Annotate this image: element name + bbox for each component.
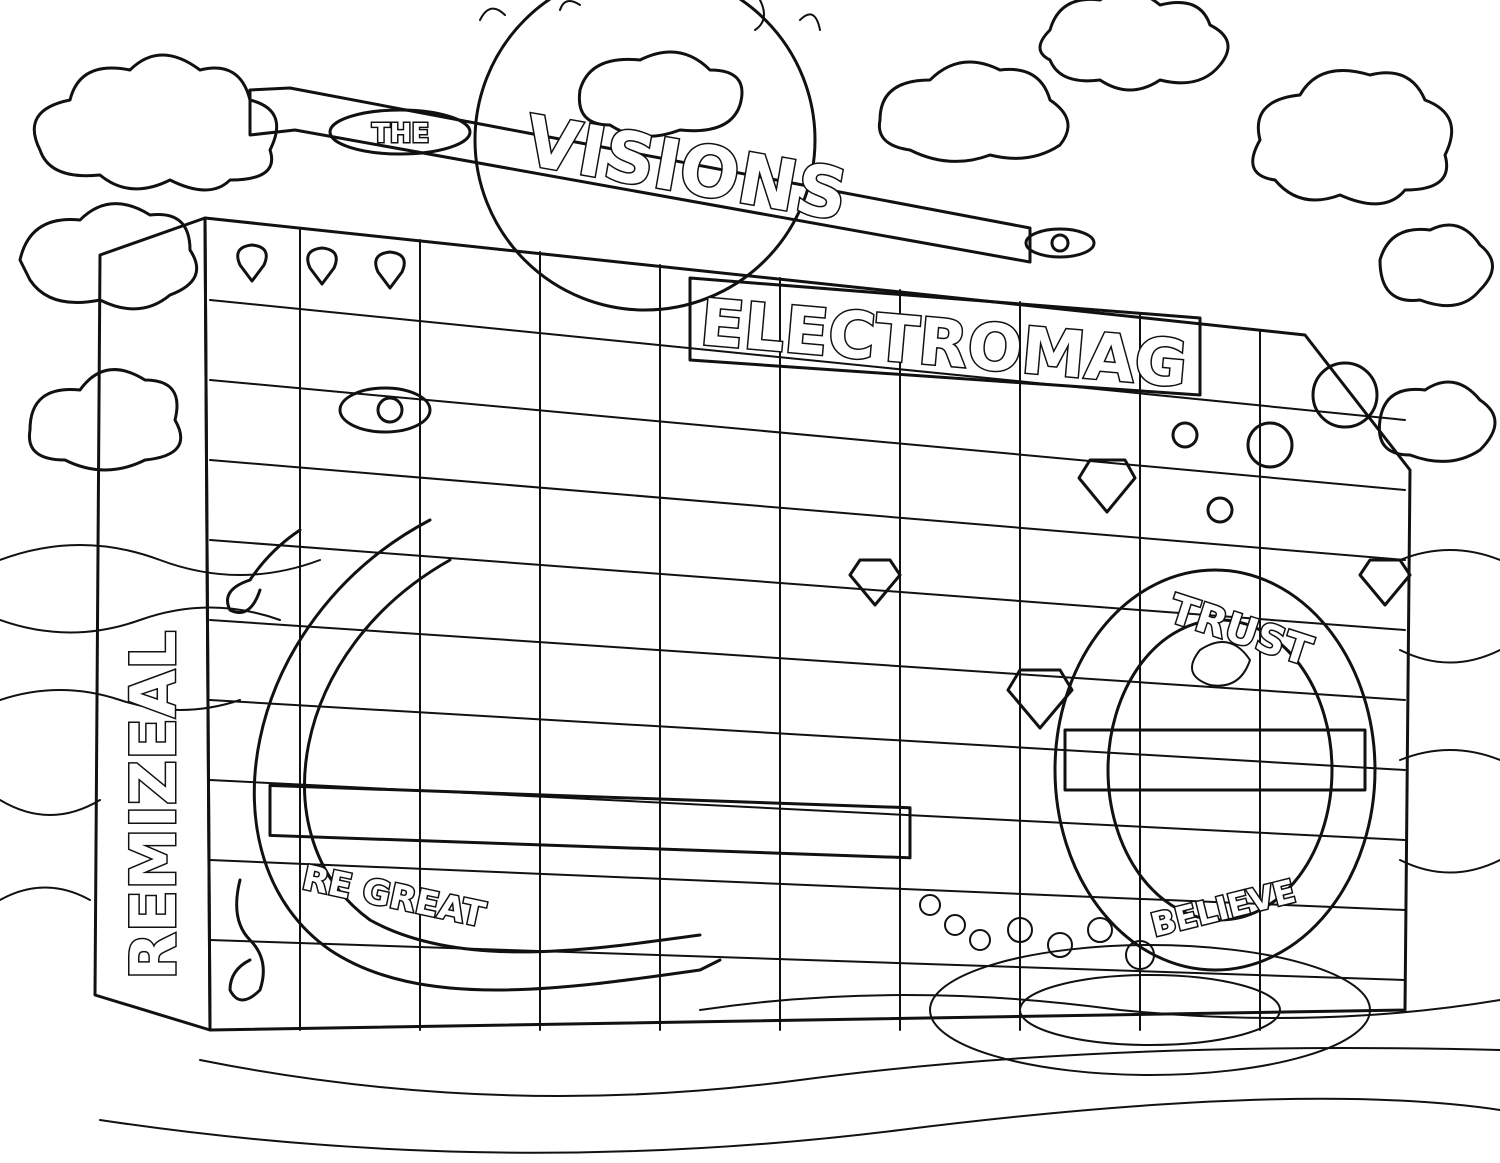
sign-text: ELECTROMAG (697, 286, 1190, 402)
music-notes (226, 528, 302, 1002)
knobs (1171, 361, 1379, 524)
right-speaker: TRUST BELIEVE (1053, 568, 1377, 972)
hearts (236, 243, 406, 290)
clouds (18, 0, 1497, 472)
side-text: REMIZEAL (117, 630, 190, 980)
brick-grid (209, 227, 1406, 1031)
eye (338, 386, 432, 434)
speaker-bottom-text: BELIEVE (1147, 872, 1299, 944)
electromag-sign: ELECTROMAG (688, 276, 1202, 404)
banner-eye-text: THE (372, 119, 429, 149)
beads (919, 894, 1155, 970)
banner-text: VISIONS (519, 100, 853, 237)
sun (473, 0, 821, 312)
speaker-top-text: TRUST (1164, 586, 1318, 675)
left-speaker: RE GREAT (252, 518, 912, 992)
diamonds (848, 458, 1412, 730)
boombox: REMIZEAL ELECTROMAG RE GREAT (93, 216, 1412, 1032)
